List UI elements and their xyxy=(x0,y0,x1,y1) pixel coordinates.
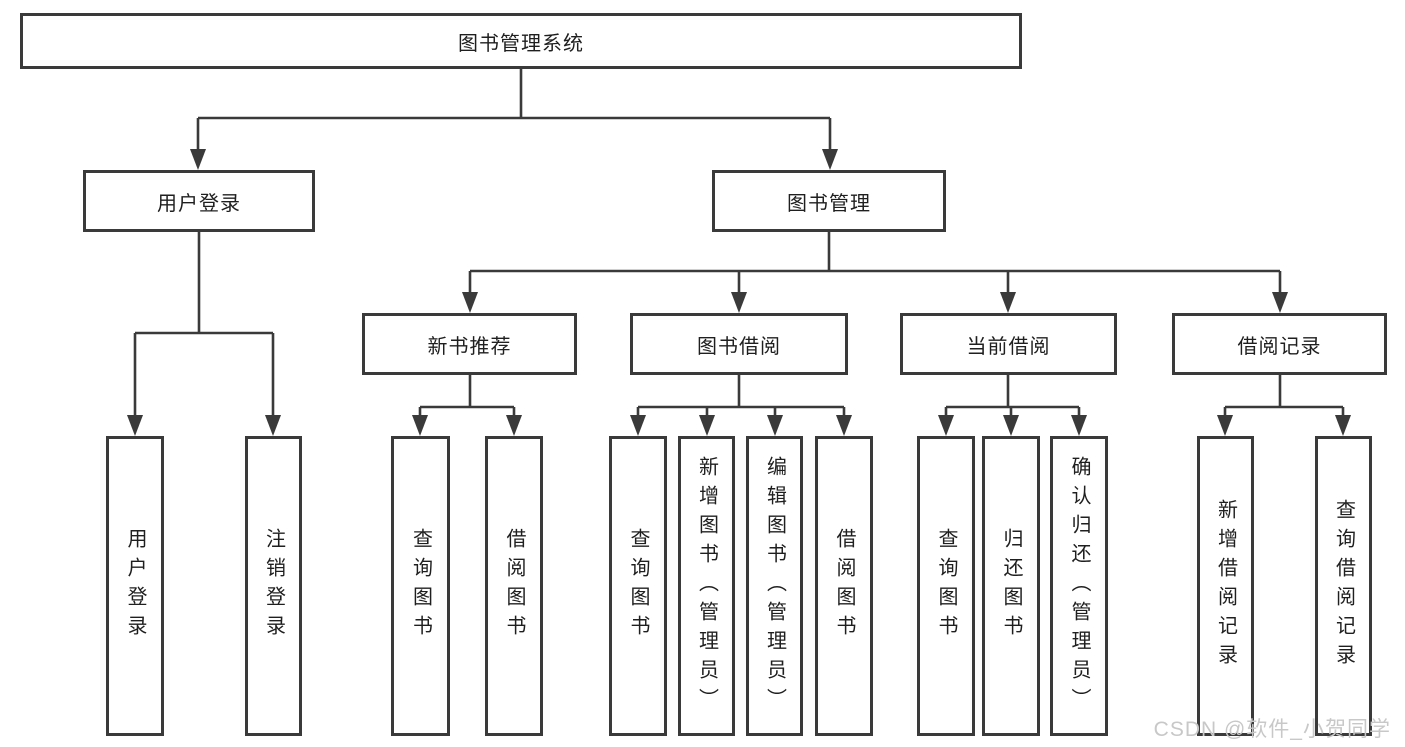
node-label: 编辑图书（管理员） xyxy=(763,455,786,717)
edges-current-borrowing xyxy=(938,375,1087,436)
node-label: 用户登录 xyxy=(157,192,241,215)
node-label: 用户登录 xyxy=(124,528,146,644)
leaf-query-books-current: 查询图书 xyxy=(917,436,975,736)
node-label: 新增图书（管理员） xyxy=(695,455,718,717)
node-book-management: 图书管理 xyxy=(712,170,946,232)
leaf-add-books-admin: 新增图书（管理员） xyxy=(678,436,735,736)
node-label: 查询图书 xyxy=(935,528,957,644)
leaf-borrow-books-recommend: 借阅图书 xyxy=(485,436,543,736)
leaf-return-books: 归还图书 xyxy=(982,436,1040,736)
leaf-user-login: 用户登录 xyxy=(106,436,164,736)
node-book-borrowing: 图书借阅 xyxy=(630,313,848,375)
leaf-add-borrow-record: 新增借阅记录 xyxy=(1197,436,1254,736)
node-label: 借阅记录 xyxy=(1237,335,1322,358)
node-label: 确认归还（管理员） xyxy=(1068,455,1090,717)
node-label: 注销登录 xyxy=(262,528,285,644)
node-label: 图书管理 xyxy=(787,192,871,215)
leaf-borrow-books: 借阅图书 xyxy=(815,436,873,736)
node-label: 查询借阅记录 xyxy=(1332,499,1355,673)
edges-borrowing-records xyxy=(1217,375,1351,436)
edges-new-book-recommendation xyxy=(412,375,522,436)
node-label: 当前借阅 xyxy=(966,335,1051,358)
edges-book-management xyxy=(462,232,1288,313)
node-borrowing-records: 借阅记录 xyxy=(1172,313,1387,375)
leaf-confirm-return-admin: 确认归还（管理员） xyxy=(1050,436,1108,736)
node-label: 新增借阅记录 xyxy=(1214,499,1237,673)
edges-book-borrowing xyxy=(630,375,852,436)
node-label: 借阅图书 xyxy=(503,528,525,644)
leaf-logout: 注销登录 xyxy=(245,436,302,736)
node-current-borrowing: 当前借阅 xyxy=(900,313,1117,375)
leaf-query-books-borrow: 查询图书 xyxy=(609,436,667,736)
node-library-management-system: 图书管理系统 xyxy=(20,13,1022,69)
node-label: 查询图书 xyxy=(409,528,432,644)
node-label: 借阅图书 xyxy=(833,528,855,644)
edges-root xyxy=(190,69,838,170)
edges-user-login xyxy=(127,232,281,436)
node-label: 归还图书 xyxy=(1000,528,1022,644)
node-label: 图书借阅 xyxy=(697,335,781,358)
node-label: 图书管理系统 xyxy=(458,32,584,55)
leaf-edit-books-admin: 编辑图书（管理员） xyxy=(746,436,803,736)
leaf-query-books-recommend: 查询图书 xyxy=(391,436,450,736)
leaf-query-borrow-record: 查询借阅记录 xyxy=(1315,436,1372,736)
csdn-watermark: CSDN @软件_小贺同学 xyxy=(1153,718,1391,741)
node-label: 查询图书 xyxy=(627,528,649,644)
node-new-book-recommendation: 新书推荐 xyxy=(362,313,577,375)
node-label: 新书推荐 xyxy=(427,335,512,358)
node-user-login: 用户登录 xyxy=(83,170,315,232)
